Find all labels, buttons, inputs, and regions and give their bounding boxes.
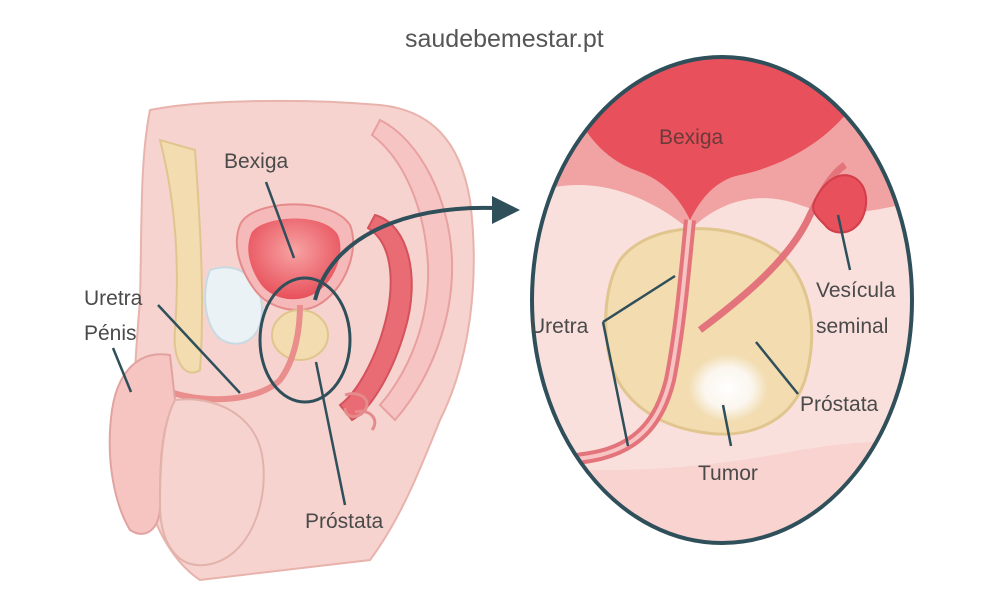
- scrotum-shape: [158, 398, 265, 567]
- label-prostata-left: Próstata: [305, 510, 384, 533]
- zoom-arrow-line: [313, 205, 496, 301]
- leader-uretra-zoom-1: [602, 274, 676, 324]
- leader-penis-left: [111, 347, 133, 393]
- leader-uretra-left: [157, 304, 241, 394]
- zoom-bladder-lumen: [560, 57, 880, 220]
- label-bexiga-left: Bexiga: [224, 150, 289, 173]
- sphincter-coils: [343, 392, 377, 431]
- sagittal-view: Bexiga Uretra Pénis Próstata: [84, 99, 520, 582]
- label-penis-left: Pénis: [84, 322, 137, 345]
- label-vesicula-line1: Vesícula: [816, 279, 896, 302]
- zoom-arrow-head: [492, 196, 520, 224]
- spine-shape: [158, 138, 204, 374]
- label-prostata-zoom: Próstata: [800, 393, 879, 416]
- abdominal-wall: [370, 118, 454, 422]
- leader-prostata-left: [314, 361, 347, 506]
- label-tumor-zoom: Tumor: [698, 462, 758, 485]
- label-uretra-left: Uretra: [84, 287, 143, 310]
- label-vesicula-line2: seminal: [816, 315, 888, 338]
- site-watermark: saudebemestar.pt: [405, 25, 604, 53]
- leader-prostata-zoom: [755, 341, 799, 395]
- magnifier-circle: [258, 276, 352, 404]
- zoom-tumor: [688, 354, 768, 422]
- leader-uretra-zoom-2: [601, 321, 630, 447]
- zoom-seminal-vesicle: [812, 174, 868, 234]
- label-uretra-zoom: Uretra: [530, 315, 589, 338]
- leader-tumor-zoom: [721, 404, 733, 447]
- rectum: [338, 213, 413, 422]
- leader-bexiga-left: [264, 181, 296, 259]
- zoom-circle-outline: [530, 55, 914, 545]
- label-bexiga-zoom: Bexiga: [659, 126, 724, 149]
- zoom-view: Bexiga Uretra Vesícula seminal Próstata …: [530, 55, 914, 545]
- leader-vesicula-zoom: [836, 214, 852, 271]
